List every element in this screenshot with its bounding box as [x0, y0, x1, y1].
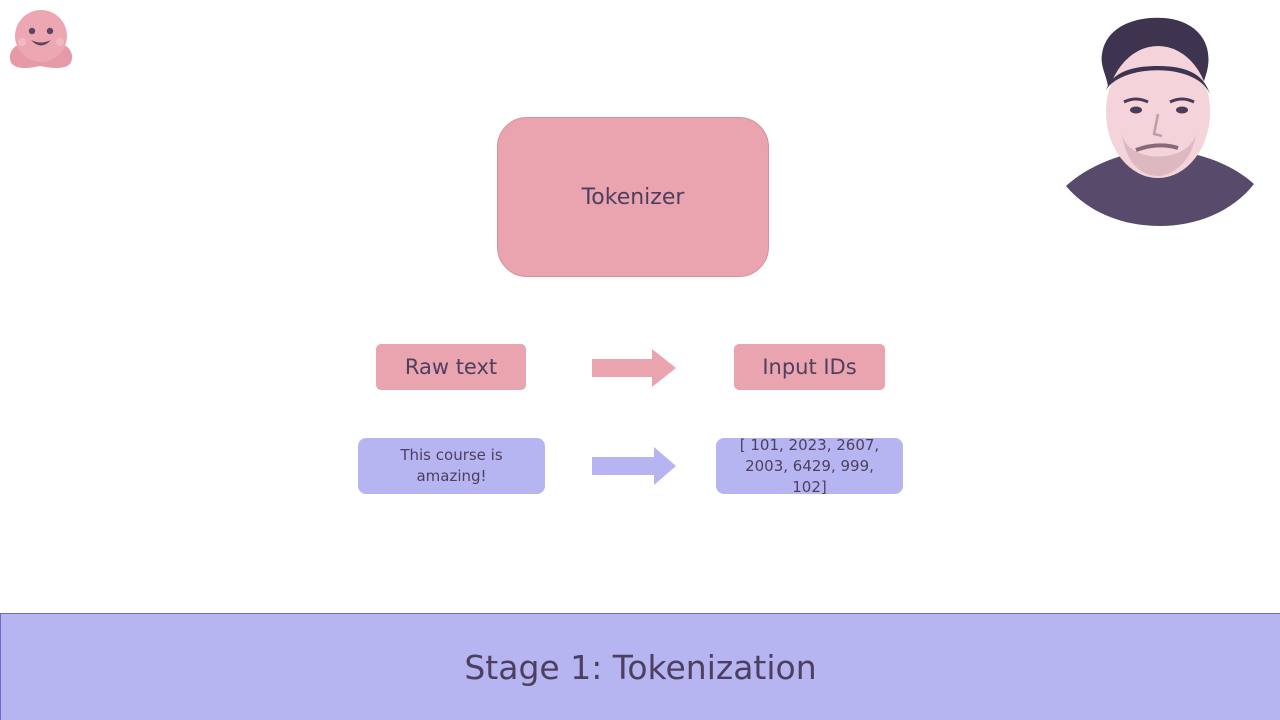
input-ids-label: Input IDs	[762, 355, 857, 379]
example-ids-line-2: 2003, 6429, 999, 102]	[745, 456, 874, 496]
example-ids-line-1: [ 101, 2023, 2607,	[739, 435, 880, 454]
raw-text-box: Raw text	[376, 344, 526, 390]
tokenizer-box: Tokenizer	[497, 117, 769, 277]
example-ids-box: [ 101, 2023, 2607, 2003, 6429, 999, 102]	[716, 436, 903, 496]
example-text-label: This course is amazing!	[400, 446, 503, 485]
stage-title: Stage 1: Tokenization	[464, 647, 817, 687]
raw-text-label: Raw text	[404, 355, 498, 379]
example-ids-text: [ 101, 2023, 2607, 2003, 6429, 999, 102]	[728, 435, 891, 498]
tokenizer-label: Tokenizer	[581, 184, 685, 210]
example-text-box: This course is amazing!	[358, 438, 545, 494]
input-ids-box: Input IDs	[734, 344, 885, 390]
hugging-face-logo-icon	[9, 10, 73, 68]
arrow-right-icon	[592, 447, 676, 485]
footer-banner: Stage 1: Tokenization	[0, 613, 1280, 720]
presenter-avatar	[1066, 17, 1254, 226]
arrow-right-icon	[592, 349, 676, 387]
